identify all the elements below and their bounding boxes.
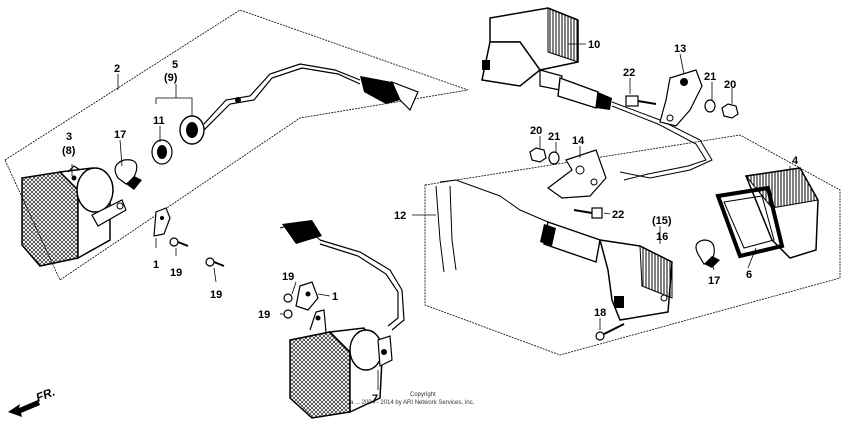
- label-part-13: 13: [674, 43, 686, 55]
- label-part-21-mid: 21: [548, 131, 560, 143]
- washer-21-top: [704, 99, 716, 113]
- turn-signal-rear-left: [435, 179, 673, 321]
- label-part-19-left-b: 19: [210, 289, 222, 301]
- label-part-1-left: 1: [153, 259, 159, 271]
- bulb-right: [695, 239, 720, 268]
- label-part-22-mid: 22: [612, 209, 624, 221]
- label-part-21-top: 21: [704, 71, 716, 83]
- bolt-22-top: [625, 95, 657, 107]
- screw-left-a: [169, 237, 189, 247]
- bolt-22-mid: [573, 207, 603, 219]
- label-part-14: 14: [572, 135, 585, 147]
- label-part-22-top: 22: [623, 67, 635, 79]
- bracket-left: [153, 207, 171, 237]
- label-part-18: 18: [594, 307, 606, 319]
- copyright-line-2: a ... 2004 - 2014 by ARI Network Service…: [350, 400, 475, 406]
- socket-left: [179, 63, 419, 145]
- turn-signal-front-left: [21, 165, 127, 267]
- nut-20-top: [721, 103, 739, 119]
- label-part-7: 7: [372, 393, 378, 405]
- label-part-20-top: 20: [724, 79, 736, 91]
- label-part-12: 12: [394, 210, 406, 222]
- copyright-line-1: Copyright: [410, 392, 436, 398]
- label-part-16: 16: [656, 231, 668, 243]
- front-direction-label: FR.: [34, 385, 57, 405]
- label-part-19-right-a: 19: [282, 271, 294, 283]
- label-part-19-left-a: 19: [170, 267, 182, 279]
- leader-lines: [71, 43, 791, 390]
- label-part-1-right: 1: [332, 291, 338, 303]
- label-part-11: 11: [153, 115, 165, 127]
- gasket-11: [151, 139, 173, 165]
- screw-18: [595, 323, 625, 341]
- bracket-right: [295, 281, 319, 311]
- part-labels: 2 3 (8) 17 11 5 (9) 1 19 19 10 13 22 21 …: [62, 39, 799, 405]
- turn-signal-front-right: [279, 220, 405, 419]
- screw-right-a: [283, 293, 293, 303]
- label-part-20-mid: 20: [530, 125, 542, 137]
- label-part-19-right-b: 19: [258, 309, 270, 321]
- screw-left-b: [205, 257, 225, 267]
- bulb-left: [114, 159, 142, 190]
- label-part-17-right: 17: [708, 275, 720, 287]
- front-direction-arrow: FR.: [8, 385, 57, 417]
- group-box-right: [424, 134, 841, 356]
- label-part-9: (9): [164, 72, 178, 84]
- washer-20-mid: [529, 147, 547, 163]
- label-part-15: (15): [652, 215, 672, 227]
- bracket-14: [546, 149, 607, 199]
- label-part-4: 4: [792, 155, 799, 167]
- label-part-17-left: 17: [114, 129, 126, 141]
- label-part-5: 5: [172, 59, 178, 71]
- washer-21-mid: [548, 151, 560, 165]
- label-part-8: (8): [62, 145, 76, 157]
- label-part-3: 3: [66, 131, 72, 143]
- screw-right-b: [283, 309, 293, 319]
- bracket-13: [659, 69, 703, 127]
- label-part-10: 10: [588, 39, 600, 51]
- label-part-2: 2: [114, 63, 120, 75]
- gasket-6: [715, 185, 785, 259]
- turn-signal-rear-right: [481, 7, 713, 181]
- label-part-6: 6: [746, 269, 752, 281]
